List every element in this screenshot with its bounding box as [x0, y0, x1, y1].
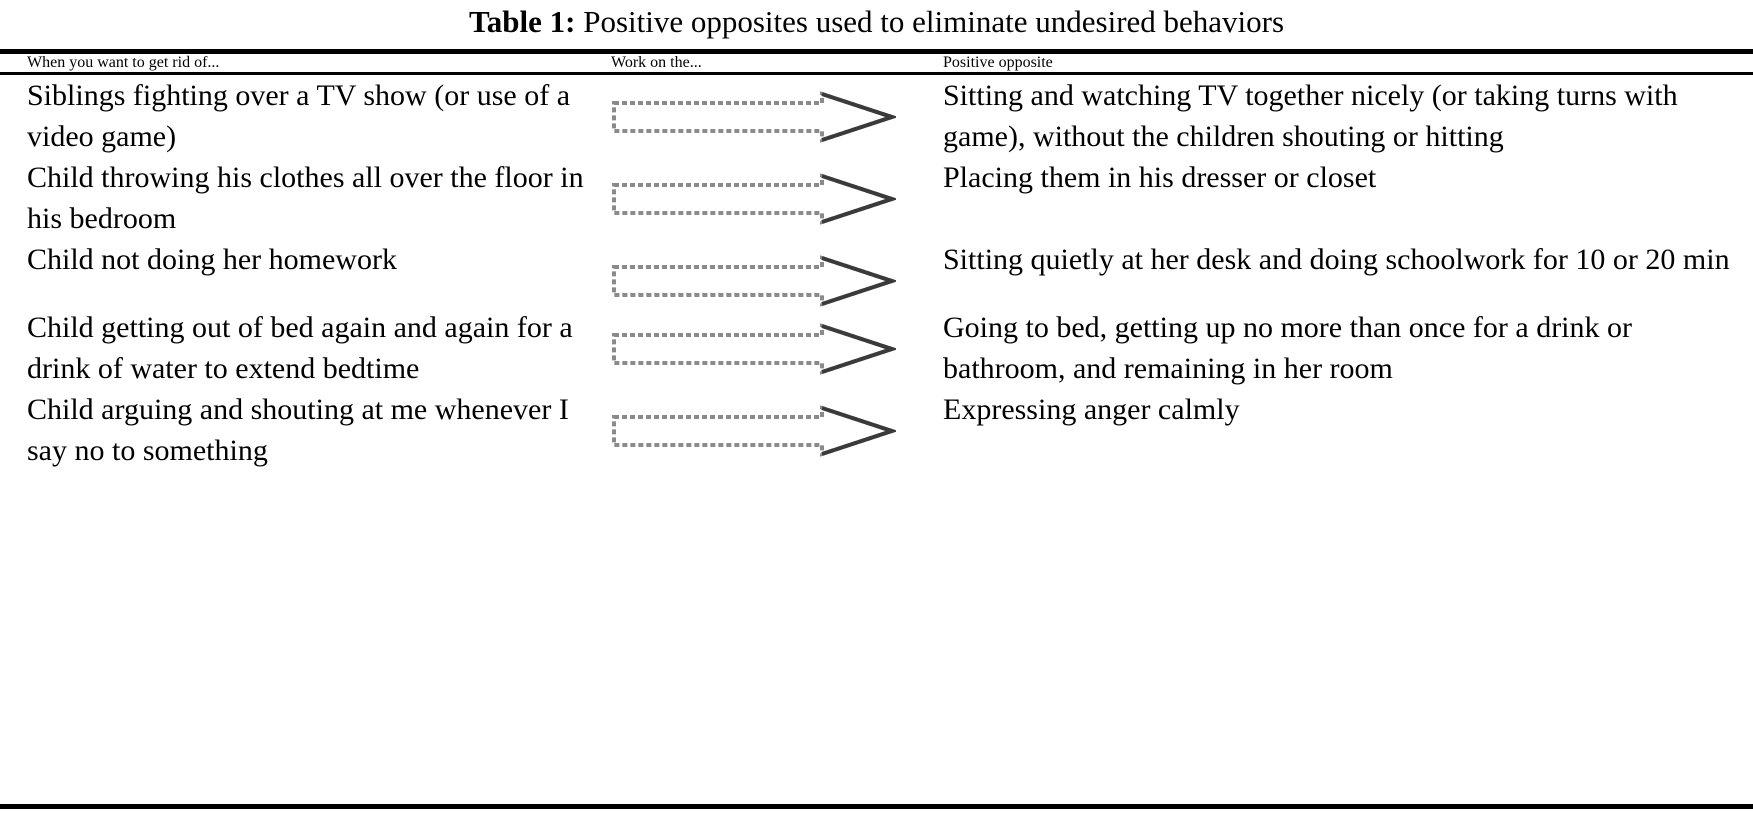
- cell-behavior: Child arguing and shouting at me wheneve…: [27, 393, 569, 467]
- table-bottom-rule: [0, 804, 1753, 809]
- cell-arrow: [610, 307, 935, 389]
- cell-arrow: [610, 157, 935, 239]
- column-header-behavior: When you want to get rid of...: [27, 54, 220, 71]
- right-block-arrow-icon: [610, 239, 935, 307]
- cell-behavior: Child throwing his clothes all over the …: [27, 161, 584, 235]
- table-row: Child getting out of bed again and again…: [0, 307, 1753, 389]
- right-block-arrow-icon: [610, 389, 935, 457]
- column-header-work-on: Work on the...: [611, 54, 702, 71]
- right-block-arrow-icon: [610, 75, 935, 143]
- cell-positive-opposite: Sitting and watching TV together nicely …: [943, 79, 1678, 153]
- cell-arrow: [610, 389, 935, 471]
- table-row: Child throwing his clothes all over the …: [0, 157, 1753, 239]
- positive-opposites-table-body: Siblings fighting over a TV show (or use…: [0, 75, 1753, 471]
- table-row: Siblings fighting over a TV show (or use…: [0, 75, 1753, 157]
- table-header-row: When you want to get rid of... Work on t…: [0, 54, 1753, 72]
- cell-positive-opposite: Going to bed, getting up no more than on…: [943, 311, 1633, 385]
- cell-behavior: Child not doing her homework: [27, 243, 397, 276]
- cell-arrow: [610, 75, 935, 157]
- table-caption-label: Table 1:: [468, 4, 576, 39]
- cell-positive-opposite: Sitting quietly at her desk and doing sc…: [943, 243, 1730, 276]
- right-block-arrow-icon: [610, 307, 935, 375]
- cell-behavior: Child getting out of bed again and again…: [27, 311, 573, 385]
- table-header-rule: [0, 72, 1753, 75]
- positive-opposites-table: When you want to get rid of... Work on t…: [0, 54, 1753, 72]
- column-header-positive-opposite: Positive opposite: [943, 54, 1053, 71]
- table-top-rule: [0, 49, 1753, 54]
- cell-arrow: [610, 239, 935, 307]
- table-caption: Table 1: Positive opposites used to elim…: [0, 0, 1753, 42]
- cell-positive-opposite: Placing them in his dresser or closet: [943, 161, 1377, 194]
- cell-behavior: Siblings fighting over a TV show (or use…: [27, 79, 571, 153]
- table-row: Child not doing her homework Sitting qui…: [0, 239, 1753, 307]
- table-row: Child arguing and shouting at me wheneve…: [0, 389, 1753, 471]
- cell-positive-opposite: Expressing anger calmly: [943, 393, 1240, 426]
- table-caption-text: Positive opposites used to eliminate und…: [583, 4, 1285, 39]
- right-block-arrow-icon: [610, 157, 935, 225]
